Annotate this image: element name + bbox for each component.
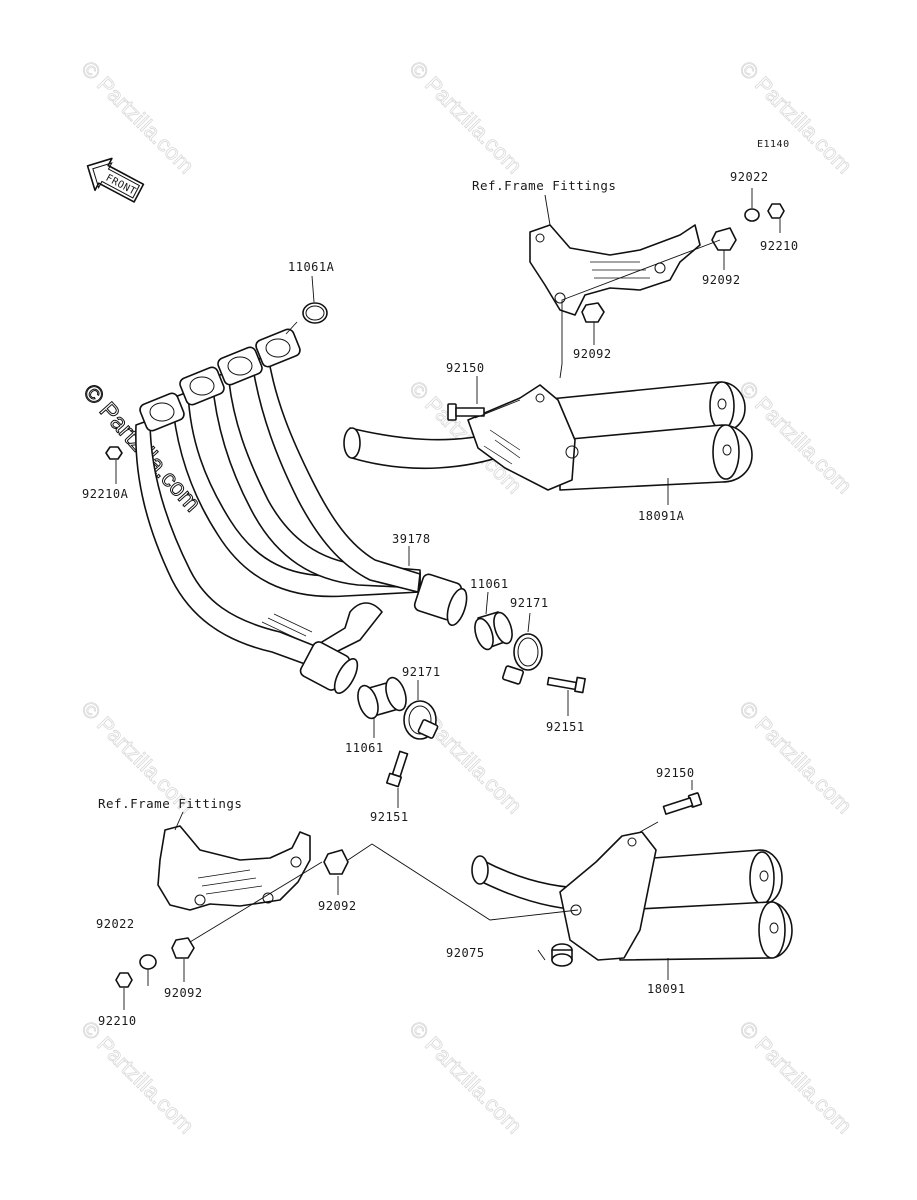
part-label: 18091	[647, 982, 686, 996]
collar-92092-upper-right	[711, 227, 737, 251]
washer-92022-lower	[139, 954, 157, 970]
part-label: 92210	[98, 1014, 137, 1028]
watermark: © Partzilla.com	[76, 56, 199, 179]
nut-92210-upper	[767, 203, 785, 219]
part-label: 11061	[470, 577, 509, 591]
part-label: 92210	[760, 239, 799, 253]
collar-92092-lower-left	[171, 937, 195, 959]
clamp-92171-left	[403, 700, 439, 740]
part-label: 92151	[370, 810, 409, 824]
watermark: © Partzilla.com	[734, 56, 857, 179]
part-label: 92092	[702, 273, 741, 287]
part-label: 92022	[730, 170, 769, 184]
front-arrow-icon: FRONT	[86, 157, 145, 203]
muffler-18091A	[343, 381, 753, 491]
part-label: 92092	[318, 899, 357, 913]
diagram-code: E1140	[757, 139, 790, 150]
watermark: © Partzilla.com	[734, 376, 857, 499]
bolt-92150-lower	[662, 792, 703, 815]
header-flanges	[139, 328, 301, 432]
part-label: 92171	[510, 596, 549, 610]
part-label: 11061A	[288, 260, 335, 274]
damper-92075	[551, 943, 573, 967]
part-label: 92151	[546, 720, 585, 734]
part-label: 92150	[446, 361, 485, 375]
bolt-92150-upper	[447, 403, 485, 421]
collar-92092-upper-mid	[581, 302, 605, 323]
washer-92022-upper	[744, 208, 760, 222]
part-label: 92150	[656, 766, 695, 780]
lower-frame-bracket	[157, 825, 311, 911]
clamp-92171-right	[501, 633, 543, 685]
watermark: © Partzilla.com	[404, 1016, 527, 1139]
watermark: © Partzilla.com	[734, 1016, 857, 1139]
muffler-18091	[471, 831, 793, 961]
part-label: 92075	[446, 946, 485, 960]
collar-92092-lower-right	[323, 849, 349, 875]
ref-label-lower: Ref.Frame Fittings	[98, 796, 242, 811]
leader-lines	[115, 188, 781, 1010]
nut-92210-lower	[115, 972, 133, 988]
part-label: 92210A	[82, 487, 129, 501]
part-label: 92171	[402, 665, 441, 679]
part-label: 18091A	[638, 509, 685, 523]
watermark: © Partzilla.com	[734, 696, 857, 819]
sleeve-11061-lower	[357, 676, 407, 720]
sleeve-11061-upper	[474, 611, 513, 651]
part-label: 92092	[573, 347, 612, 361]
part-label: 92092	[164, 986, 203, 1000]
bolt-92151-right	[546, 676, 586, 694]
ref-label-upper: Ref.Frame Fittings	[472, 178, 616, 193]
watermark: © Partzilla.com	[76, 1016, 199, 1139]
part-label: 11061	[345, 741, 384, 755]
nut-92210A	[105, 446, 123, 460]
upper-frame-bracket	[529, 224, 701, 316]
bolt-92151-left	[385, 750, 409, 788]
watermark: © Partzilla.com	[404, 56, 527, 179]
exhaust-header-pipes	[135, 328, 468, 694]
part-label: 39178	[392, 532, 431, 546]
part-label: 92022	[96, 917, 135, 931]
